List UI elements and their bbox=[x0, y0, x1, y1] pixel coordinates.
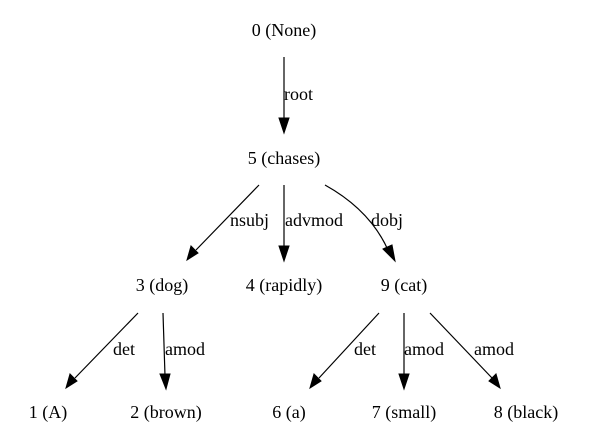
node-2-brown: 2 (brown) bbox=[130, 402, 201, 423]
edge-label-amod-dog: amod bbox=[165, 339, 205, 359]
node-1-a: 1 (A) bbox=[29, 402, 68, 423]
edge-nsubj bbox=[186, 184, 260, 262]
arrowhead-icon bbox=[382, 244, 396, 263]
arrowhead-icon bbox=[309, 373, 322, 390]
edge-label-advmod: advmod bbox=[285, 210, 343, 230]
edge-label-nsubj: nsubj bbox=[230, 210, 269, 230]
arrowhead-icon bbox=[186, 245, 199, 262]
node-4-rapidly: 4 (rapidly) bbox=[246, 275, 322, 296]
node-7-small: 7 (small) bbox=[372, 402, 437, 423]
edge-advmod bbox=[278, 185, 290, 263]
edge-amod-small bbox=[398, 313, 410, 391]
arrowhead-icon bbox=[398, 373, 410, 391]
edge-label-det-cat: det bbox=[354, 339, 376, 359]
edge-label-det-dog: det bbox=[113, 339, 135, 359]
edge-root bbox=[278, 57, 290, 135]
arrowhead-icon bbox=[65, 373, 78, 390]
arrowhead-icon bbox=[159, 373, 171, 391]
node-8-black: 8 (black) bbox=[494, 402, 558, 423]
edge-amod-black bbox=[429, 312, 501, 390]
node-5-chases: 5 (chases) bbox=[248, 148, 320, 169]
edge-det-cat bbox=[309, 312, 380, 390]
arrowhead-icon bbox=[278, 117, 290, 135]
node-0-none: 0 (None) bbox=[252, 20, 316, 41]
edge-amod-dog bbox=[159, 312, 171, 391]
node-3-dog: 3 (dog) bbox=[136, 275, 189, 296]
edge-label-root: root bbox=[284, 84, 313, 104]
arrowhead-icon bbox=[278, 245, 290, 263]
edge-label-amod-black: amod bbox=[474, 339, 514, 359]
edge-label-amod-small: amod bbox=[404, 339, 444, 359]
node-9-cat: 9 (cat) bbox=[381, 275, 427, 296]
edge-dobj bbox=[324, 184, 396, 263]
node-6-a: 6 (a) bbox=[272, 402, 305, 423]
edge-label-dobj: dobj bbox=[371, 210, 403, 230]
arrowhead-icon bbox=[488, 373, 501, 390]
edge-det-dog bbox=[65, 312, 139, 390]
